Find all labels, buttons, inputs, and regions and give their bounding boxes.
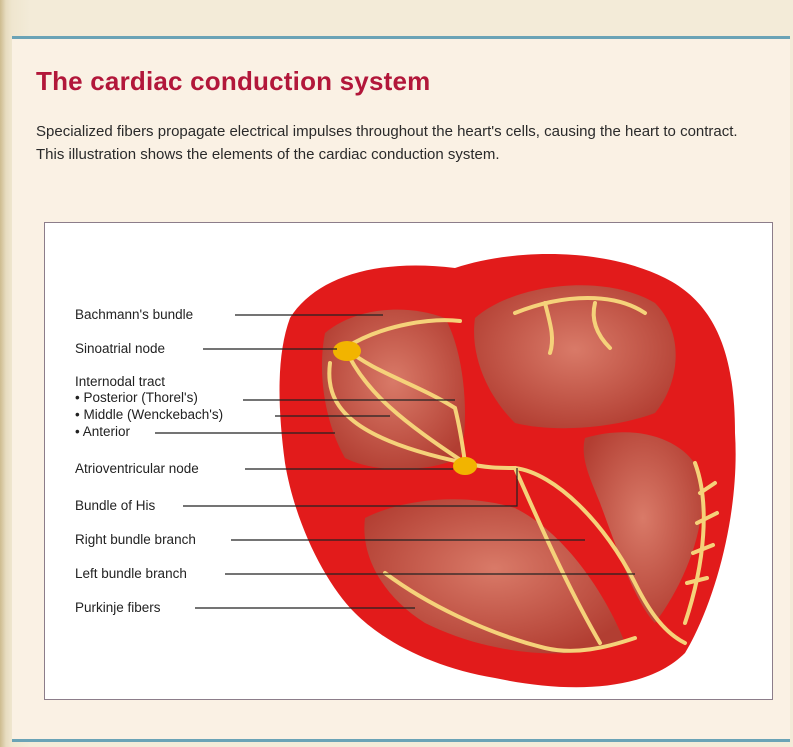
- label-right-bb: Right bundle branch: [75, 533, 196, 547]
- right-atrium: [322, 310, 465, 470]
- description-text: Specialized fibers propagate electrical …: [36, 120, 766, 166]
- sa-node-shape: [333, 341, 361, 361]
- av-node-shape: [453, 457, 477, 475]
- label-posterior: • Posterior (Thorel's): [75, 391, 198, 405]
- label-left-bb: Left bundle branch: [75, 567, 187, 581]
- illustration-panel: Bachmann's bundle Sinoatrial node Intern…: [44, 222, 773, 700]
- label-internodal: Internodal tract: [75, 375, 165, 389]
- label-bachmann: Bachmann's bundle: [75, 308, 193, 322]
- label-middle: • Middle (Wenckebach's): [75, 408, 223, 422]
- label-sa-node: Sinoatrial node: [75, 342, 165, 356]
- label-av-node: Atrioventricular node: [75, 462, 199, 476]
- label-his: Bundle of His: [75, 499, 155, 513]
- label-anterior: • Anterior: [75, 425, 130, 439]
- left-atrium: [474, 285, 676, 428]
- label-purkinje: Purkinje fibers: [75, 601, 161, 615]
- page-title: The cardiac conduction system: [36, 66, 430, 97]
